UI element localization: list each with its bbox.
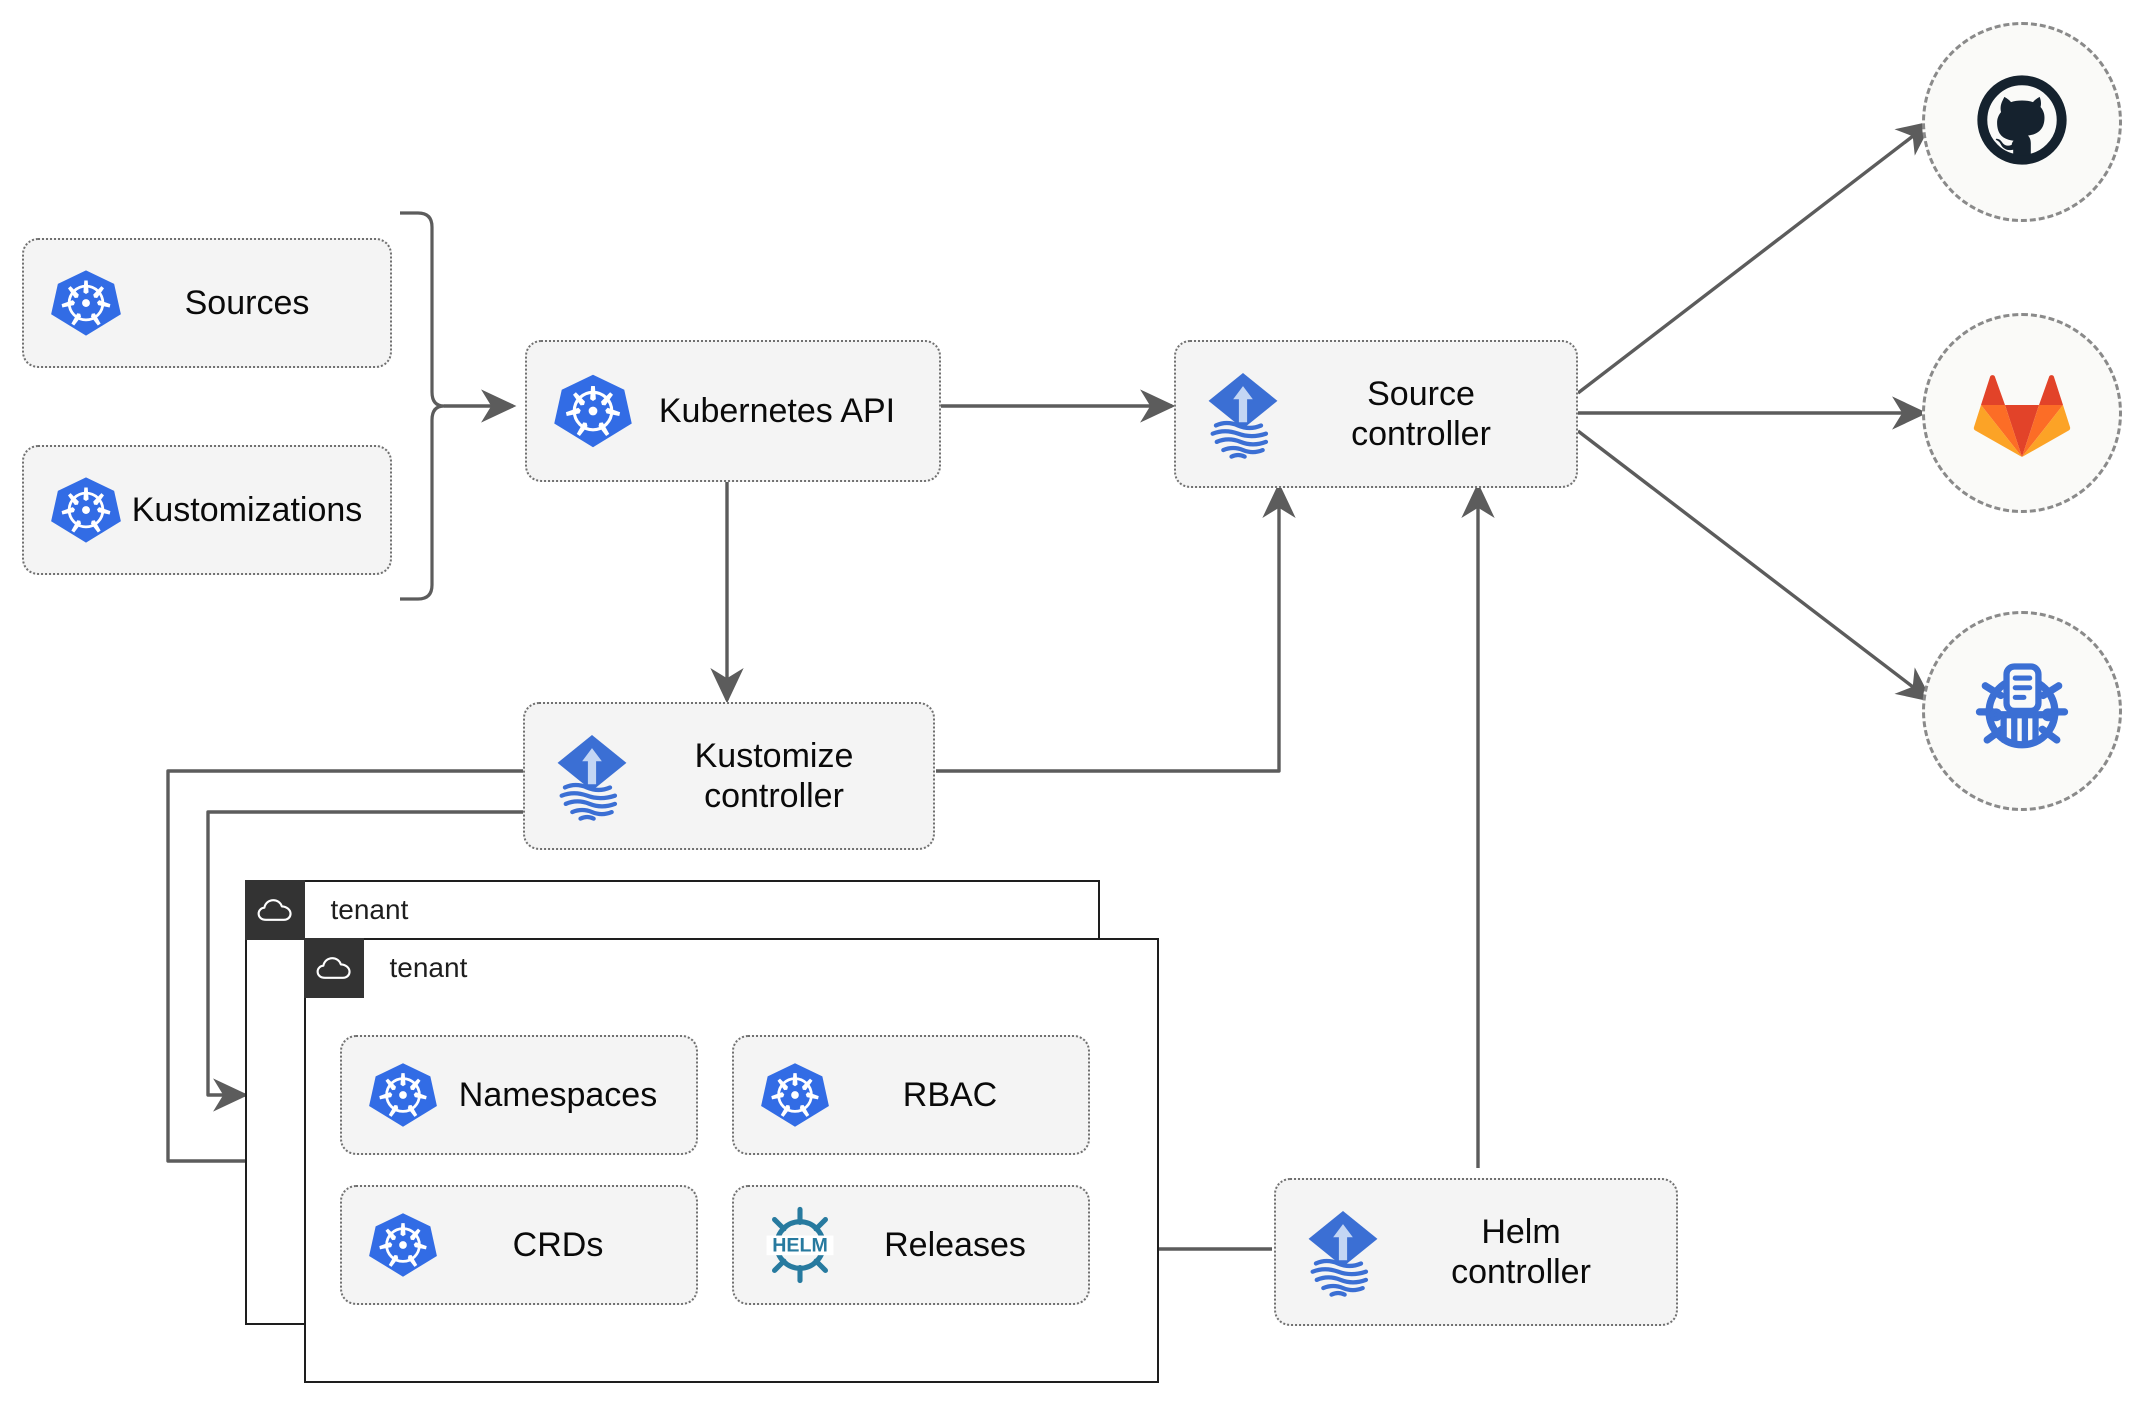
node-kustomize-controller[interactable]: Kustomize controller bbox=[523, 702, 935, 850]
kubernetes-icon bbox=[368, 1060, 438, 1130]
node-label: Kubernetes API bbox=[658, 391, 896, 430]
node-label: Source controller bbox=[1351, 374, 1491, 453]
node-helm-controller[interactable]: Helm controller bbox=[1274, 1178, 1678, 1326]
flux-icon bbox=[551, 730, 633, 822]
node-kustomizations[interactable]: Kustomizations bbox=[22, 445, 392, 575]
cloud-icon bbox=[303, 937, 364, 998]
node-crds[interactable]: CRDs bbox=[340, 1185, 698, 1305]
wire-source-controller-to-helm-repository bbox=[1576, 429, 1933, 703]
kubernetes-icon bbox=[50, 474, 122, 546]
node-label: CRDs bbox=[512, 1225, 604, 1264]
kubernetes-icon bbox=[368, 1210, 438, 1280]
node-sources[interactable]: Sources bbox=[22, 238, 392, 368]
helm-repository-icon bbox=[1964, 651, 2080, 772]
external-github[interactable] bbox=[1922, 22, 2122, 222]
node-kubernetes-api[interactable]: Kubernetes API bbox=[525, 340, 941, 482]
wire-group-brace bbox=[400, 211, 446, 601]
node-label: Helm controller bbox=[1451, 1212, 1591, 1291]
svg-text:HELM: HELM bbox=[772, 1235, 828, 1257]
external-gitlab[interactable] bbox=[1922, 313, 2122, 513]
github-icon bbox=[1968, 66, 2076, 179]
node-label: Releases bbox=[884, 1225, 1026, 1264]
tenant-title-bar: tenant bbox=[303, 937, 468, 998]
kubernetes-icon bbox=[553, 371, 633, 451]
node-label: Sources bbox=[184, 283, 310, 322]
kubernetes-icon bbox=[50, 267, 122, 339]
wire-kustomize-controller-to-source-controller bbox=[936, 482, 1296, 773]
cloud-icon bbox=[244, 879, 305, 940]
node-source-controller[interactable]: Source controller bbox=[1174, 340, 1578, 488]
tenant-name: tenant bbox=[389, 951, 468, 983]
flux-icon bbox=[1202, 368, 1284, 460]
node-releases[interactable]: HELM Releases bbox=[732, 1185, 1090, 1305]
node-label: Kustomize controller bbox=[694, 736, 854, 815]
helm-icon: HELM bbox=[760, 1205, 840, 1285]
node-namespaces[interactable]: Namespaces bbox=[340, 1035, 698, 1155]
gitlab-icon bbox=[1968, 359, 2076, 468]
node-label: RBAC bbox=[902, 1075, 998, 1114]
node-label: Kustomizations bbox=[131, 490, 363, 529]
external-helm-repository[interactable] bbox=[1922, 611, 2122, 811]
tenant-name: tenant bbox=[330, 893, 409, 925]
node-rbac[interactable]: RBAC bbox=[732, 1035, 1090, 1155]
kubernetes-icon bbox=[760, 1060, 830, 1130]
tenant-container-2[interactable]: tenant bbox=[303, 937, 1159, 1383]
wire-source-controller-to-github bbox=[1576, 120, 1933, 395]
tenant-title-bar: tenant bbox=[244, 879, 409, 940]
flux-icon bbox=[1302, 1206, 1384, 1298]
node-label: Namespaces bbox=[458, 1075, 658, 1114]
